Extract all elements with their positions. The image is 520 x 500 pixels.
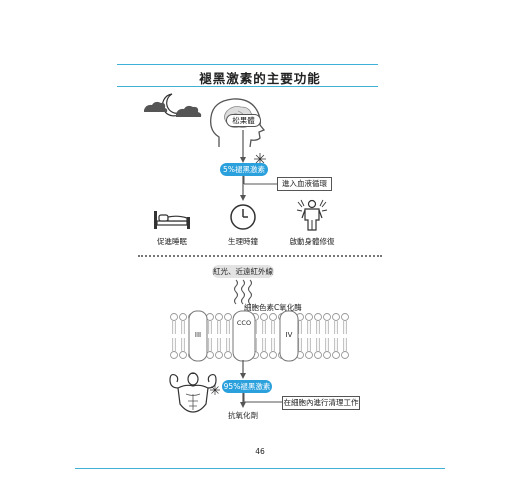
sparkle-icon <box>254 153 266 165</box>
antioxidant-arrow <box>240 393 246 408</box>
header-bottom-rule <box>117 86 378 87</box>
blood-connector <box>243 176 277 185</box>
light-wave-icon <box>233 279 253 305</box>
complex-iii-protein <box>188 310 208 362</box>
header-top-rule <box>117 64 378 65</box>
page-number: 46 <box>255 447 265 456</box>
melatonin-95pct-pill: 95%褪黑激素 <box>222 380 272 393</box>
strong-man-icon <box>169 372 217 413</box>
production-arrow <box>240 360 246 379</box>
moon-cloud-icon <box>144 93 202 117</box>
antioxidant-label: 抗氧化劑 <box>228 411 258 420</box>
enzyme-label: 細胞色素C氧化酶 <box>244 303 302 312</box>
cell-connector <box>243 393 283 403</box>
function-label-repair: 啟動身體修復 <box>289 237 335 246</box>
light-source-label: 紅光、近遠紅外線 <box>212 265 274 278</box>
function-label-clock: 生理時鐘 <box>228 237 258 246</box>
secretion-arrow <box>240 130 246 163</box>
body-repair-icon <box>296 199 328 231</box>
footer-rule <box>75 468 445 469</box>
melatonin-5pct-pill: 5%褪黑激素 <box>220 163 268 176</box>
function-label-sleep: 促進睡眠 <box>157 237 187 246</box>
function-arrow <box>240 176 246 201</box>
sparkle-icon-2 <box>210 385 220 395</box>
section-divider <box>138 255 382 257</box>
cco-label: CCO <box>236 319 252 327</box>
cco-protein <box>232 310 256 362</box>
page-title: 褪黑激素的主要功能 <box>199 71 321 86</box>
bed-icon <box>154 211 190 229</box>
complex-iv-protein <box>279 310 299 362</box>
pineal-gland-label: 松果體 <box>226 114 261 127</box>
complex-iii-label: III <box>194 331 202 339</box>
cell-cleanup-label: 在細胞內進行清理工作 <box>282 396 360 410</box>
complex-iv-label: IV <box>285 331 293 339</box>
clock-icon <box>230 204 256 230</box>
blood-circulation-label: 進入血液循環 <box>277 177 332 191</box>
